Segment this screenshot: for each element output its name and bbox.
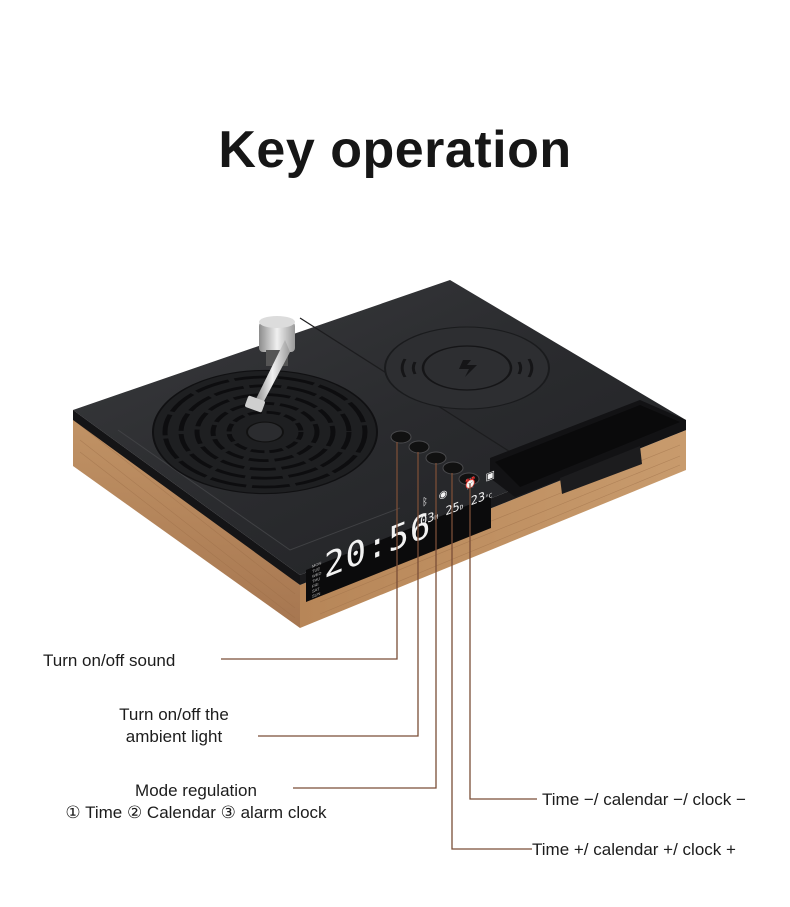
callout-mode-regulation: Mode regulation ① Time ② Calendar ③ alar… xyxy=(65,781,327,822)
callout-ambient-light: Turn on/off the ambient light xyxy=(119,705,229,746)
wireless-charging-pad xyxy=(384,326,550,410)
leader-time-plus xyxy=(451,473,532,850)
phone-holder-slot xyxy=(490,400,686,497)
page-title: Key operation xyxy=(218,121,572,179)
control-buttons xyxy=(390,430,480,486)
callout-time-plus: Time +/ calendar +/ clock + xyxy=(532,840,736,859)
leader-mode xyxy=(293,463,437,789)
speaker-grille xyxy=(152,369,378,495)
leader-time-minus xyxy=(469,484,537,800)
wood-front-face xyxy=(73,410,300,628)
tone-arm xyxy=(245,316,295,413)
top-edge-left xyxy=(73,410,300,585)
panel-outline xyxy=(117,429,401,551)
leader-sound xyxy=(221,442,398,660)
led-display xyxy=(306,496,491,602)
callout-time-minus: Time −/ calendar −/ clock − xyxy=(542,790,746,809)
callout-sound: Turn on/off sound xyxy=(43,651,176,670)
leader-ambient xyxy=(258,452,419,737)
